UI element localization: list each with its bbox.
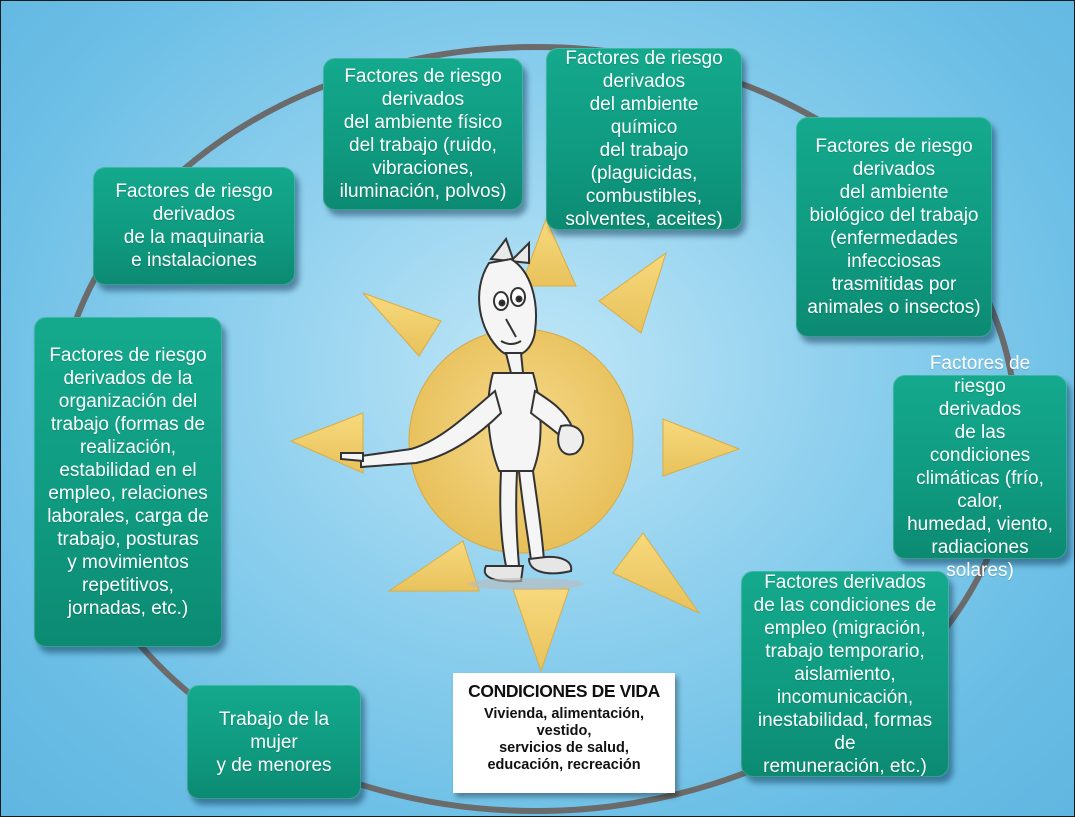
sun-ray-top-left — [362, 292, 442, 357]
condiciones-de-vida-panel: CONDICIONES DE VIDA Vivienda, alimentaci… — [453, 673, 675, 793]
box-organizacion-trabajo: Factores de riesgo derivados de la organ… — [34, 317, 222, 647]
condiciones-de-vida-title: CONDICIONES DE VIDA — [468, 681, 660, 701]
sun-ray-left — [289, 412, 364, 474]
box-trabajo-mujer-menores: Trabajo de la mujer y de menores — [187, 685, 361, 799]
condiciones-de-vida-body: Vivienda, alimentación, vestido, servici… — [483, 706, 645, 773]
box-ambiente-quimico: Factores de riesgo derivados del ambient… — [546, 48, 742, 230]
box-ambiente-fisico: Factores de riesgo derivados del ambient… — [323, 58, 523, 210]
sun-ray-right — [662, 418, 741, 477]
worker-character — [340, 236, 585, 590]
sun-ray-bottom — [512, 588, 570, 673]
box-maquinaria: Factores de riesgo derivados de la maqui… — [93, 167, 295, 285]
sun-ray-top — [520, 217, 577, 287]
box-ambiente-biologico: Factores de riesgo derivados del ambient… — [796, 117, 992, 337]
box-condiciones-empleo: Factores derivados de las condiciones de… — [741, 571, 949, 777]
sun-ray-top-right — [598, 251, 667, 334]
sun-ray-bottom-left — [387, 540, 480, 592]
sun-ray-bottom-right — [612, 532, 701, 615]
sun-rays — [289, 217, 741, 673]
box-condiciones-climaticas: Factores de riesgo derivados de las cond… — [893, 353, 1067, 581]
